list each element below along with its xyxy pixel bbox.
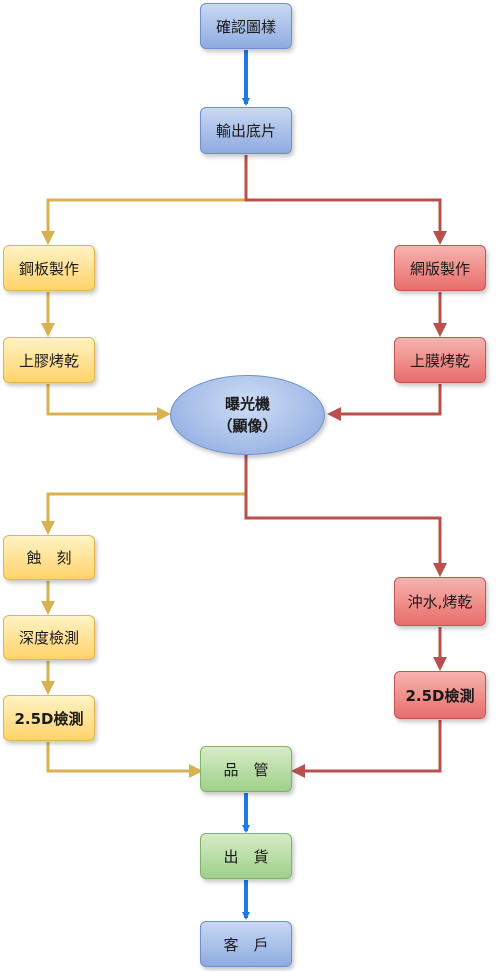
node-quality-control-label: 品 管 (223, 760, 269, 779)
node-wash-dry: 沖水,烤乾 (394, 577, 486, 626)
node-film-dry-label: 上膜烤乾 (409, 351, 470, 370)
node-steel-plate: 鋼板製作 (3, 245, 95, 291)
node-customer-label: 客 戶 (223, 935, 269, 954)
node-quality-control: 品 管 (200, 746, 292, 792)
arrow-25d-to-quality (46, 742, 203, 778)
node-shipping-label: 出 貨 (223, 847, 269, 866)
node-film-dry: 上膜烤乾 (394, 337, 486, 383)
node-output-film-label: 輸出底片 (215, 122, 276, 140)
node-25d-check-left: 2.5D檢測 (3, 695, 95, 741)
node-shipping: 出 貨 (200, 833, 292, 879)
node-customer: 客 戶 (200, 921, 292, 967)
arrow-exposure-to-etch (41, 492, 246, 535)
node-etch: 蝕 刻 (3, 535, 95, 580)
arrow-exposure-to-wash (244, 455, 447, 577)
arrow-output-to-steel (41, 198, 246, 245)
node-exposure-machine: 曝光機 （顯像） (170, 375, 325, 455)
node-screen-plate-label: 網版製作 (409, 259, 470, 278)
node-wash-dry-label: 沖水,烤乾 (407, 593, 473, 611)
node-25d-check-left-label: 2.5D檢測 (14, 709, 84, 728)
node-confirm-drawing: 確認圖樣 (200, 3, 292, 49)
arrow-output-to-screen (244, 155, 447, 245)
node-steel-plate-label: 鋼板製作 (18, 259, 79, 278)
node-etch-label: 蝕 刻 (26, 549, 72, 567)
node-25d-check-right: 2.5D檢測 (394, 671, 486, 719)
node-glue-dry: 上膠烤乾 (3, 337, 95, 383)
node-exposure-line2: （顯像） (217, 417, 278, 435)
node-glue-dry-label: 上膠烤乾 (18, 351, 79, 370)
node-output-film: 輸出底片 (200, 107, 292, 154)
node-depth-check: 深度檢測 (3, 615, 95, 660)
node-depth-check-label: 深度檢測 (18, 629, 79, 647)
node-exposure-line1: 曝光機 (224, 395, 270, 413)
node-screen-plate: 網版製作 (394, 245, 486, 291)
node-25d-check-right-label: 2.5D檢測 (405, 686, 475, 705)
arrow-25d-to-quality-right (291, 720, 442, 778)
arrow-film-to-exposure (327, 384, 442, 421)
node-confirm-drawing-label: 確認圖樣 (215, 17, 276, 36)
arrow-glue-to-exposure (46, 384, 171, 421)
